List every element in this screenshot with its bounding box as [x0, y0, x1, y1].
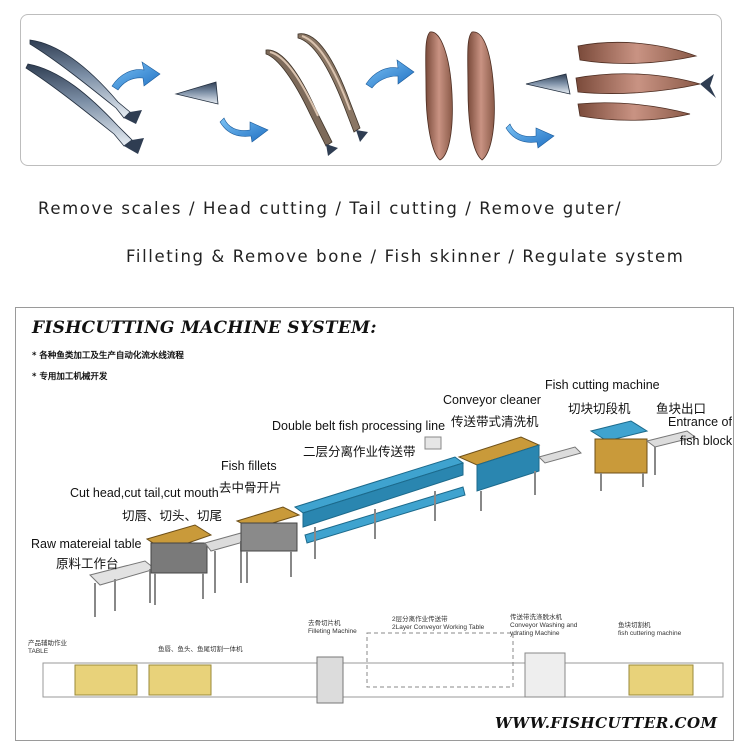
- double-belt-conveyor: [293, 436, 466, 559]
- whole-fish-image: [25, 39, 144, 154]
- label-fish-fillets: Fish fillets: [221, 459, 277, 473]
- process-illustration: [25, 31, 716, 161]
- filleting-machine: [235, 506, 301, 583]
- system-note-2: * 专用加工机械开发: [32, 372, 108, 382]
- arrow-icon: [219, 117, 269, 143]
- skinned-fillets-image: [575, 41, 716, 121]
- layout-aux-table-cn: 产品辅助作业: [28, 640, 67, 647]
- fillets-image: [425, 31, 495, 161]
- layout-label-fish-cutting: 鱼块切割机 fish cuttering machine: [618, 622, 681, 638]
- process-steps-line-2: Filleting & Remove bone / Fish skinner /…: [126, 247, 685, 266]
- label-double-belt: Double belt fish processing line: [272, 419, 446, 433]
- conveyor-cleaner: [457, 436, 582, 511]
- machine-line-illustration: [42, 420, 724, 704]
- fish-head-image: [174, 81, 219, 105]
- plan-view-layout: [42, 632, 724, 704]
- website-url: WWW.FISHCUTTER.COM: [495, 714, 718, 732]
- label-conveyor-cleaner: Conveyor cleaner: [443, 393, 541, 407]
- layout-filleting-cn: 去骨切片机: [308, 620, 341, 627]
- layout-filleting-en: Filleting Machine: [308, 628, 357, 635]
- label-exit-cn: 鱼块出口: [656, 402, 707, 416]
- label-conveyor-cleaner-cn: 传送带式清洗机: [451, 415, 539, 429]
- system-note-1: * 各种鱼类加工及生产自动化流水线流程: [32, 351, 184, 361]
- fish-head-image: [525, 73, 571, 95]
- label-double-belt-cn: 二层分离作业传送带: [303, 445, 416, 459]
- layout-washing-en-1: Conveyor Washing and: [510, 622, 578, 629]
- layout-aux-table-en: TABLE: [28, 648, 49, 655]
- layout-fish-cutting-en: fish cuttering machine: [618, 630, 682, 637]
- system-title: FISHCUTTING MACHINE SYSTEM:: [32, 318, 377, 338]
- label-cut-head: Cut head,cut tail,cut mouth: [70, 486, 219, 500]
- label-cutting-machine: Fish cutting machine: [545, 378, 660, 392]
- arrow-icon: [505, 123, 555, 149]
- layout-washing-cn: 传送带洗涤脱水机: [510, 614, 562, 621]
- label-entrance-1: Entrance of: [668, 415, 732, 429]
- label-cutting-machine-cn: 切块切段机: [568, 402, 631, 416]
- fish-cutting-machine: [589, 420, 697, 491]
- layout-label-washing: 传送带洗涤脱水机 Conveyor Washing and ydrating M…: [510, 614, 577, 638]
- cut-head-machine: [145, 524, 248, 605]
- layout-conveyor-table-en: 2Layer Conveyor Working Table: [392, 624, 485, 631]
- layout-label-filleting: 去骨切片机 Filleting Machine: [308, 620, 357, 636]
- label-cut-head-cn: 切唇、切头、切尾: [122, 509, 223, 523]
- layout-label-head-cut: 鱼唇、鱼头、鱼尾切割一体机: [158, 646, 243, 653]
- label-raw-table: Raw matereial table: [31, 537, 142, 551]
- layout-washing-en-2: ydrating Machine: [510, 630, 560, 637]
- label-raw-table-cn: 原料工作台: [56, 557, 119, 571]
- layout-label-conveyor-table: 2层分离作业传送带 2Layer Conveyor Working Table: [392, 616, 484, 632]
- process-steps-line-1: Remove scales / Head cutting / Tail cutt…: [38, 199, 623, 218]
- layout-label-aux-table: 产品辅助作业 TABLE: [28, 640, 67, 656]
- layout-conveyor-table-cn: 2层分离作业传送带: [392, 616, 448, 623]
- gutted-fish-image: [265, 33, 368, 156]
- label-fish-fillets-cn: 去中骨开片: [219, 481, 282, 495]
- label-entrance-2: fish block: [680, 434, 733, 448]
- arrow-icon: [365, 59, 415, 89]
- layout-fish-cutting-cn: 鱼块切割机: [618, 622, 651, 629]
- arrow-icon: [111, 61, 161, 91]
